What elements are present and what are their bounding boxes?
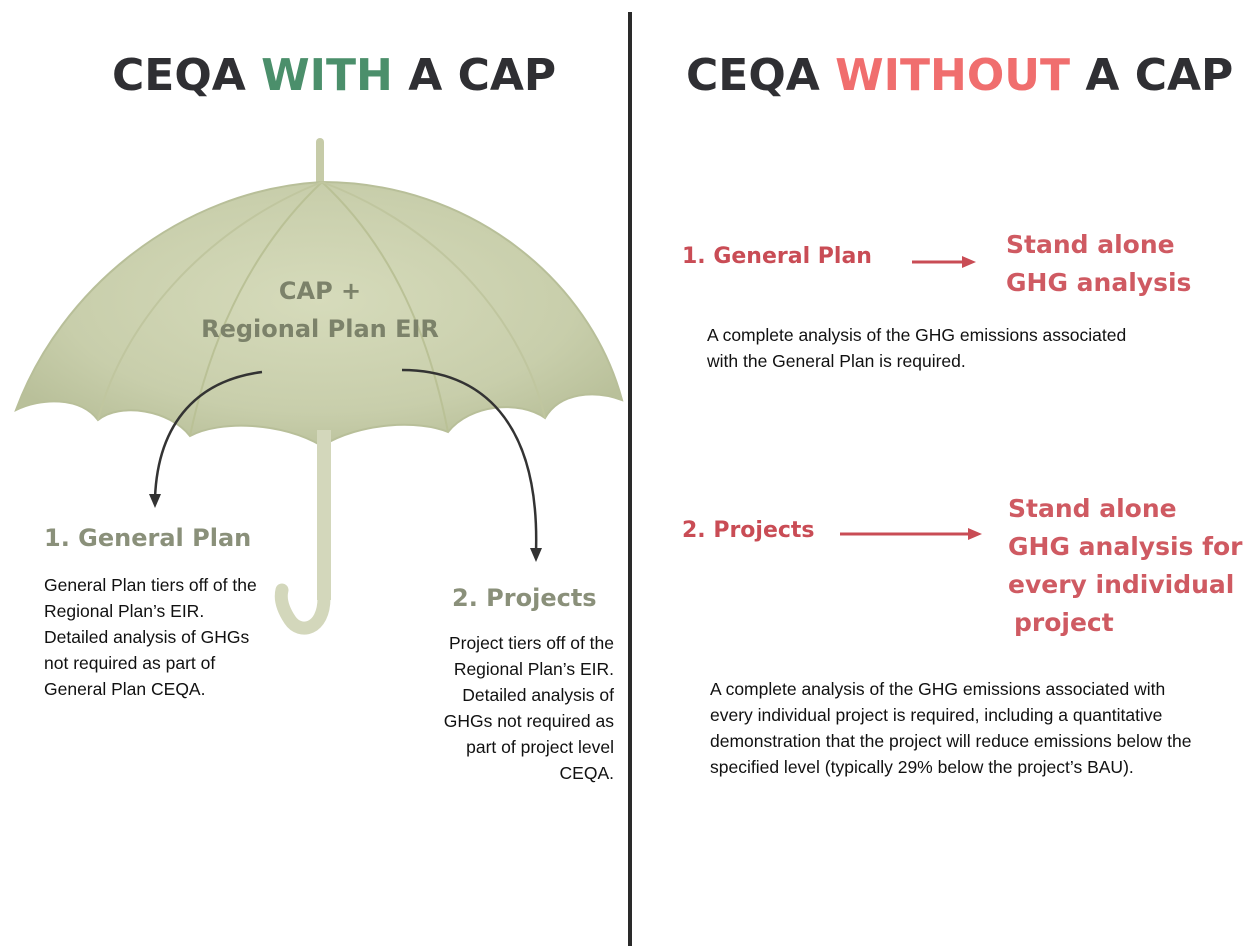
arrow-right	[401, 368, 538, 553]
right-item1-result: Stand alone GHG analysis	[1006, 226, 1191, 302]
left-title-accent: WITH	[261, 50, 393, 101]
right-item2-result-line2: GHG analysis for	[1008, 532, 1243, 561]
center-divider	[628, 12, 632, 946]
arrow-left	[153, 370, 263, 499]
right-item1-result-line1: Stand alone	[1006, 230, 1175, 259]
right-title-accent: WITHOUT	[835, 50, 1071, 101]
left-title: CEQA WITH A CAP	[112, 50, 556, 101]
right-title-post: A CAP	[1070, 50, 1234, 101]
left-general-plan-heading: 1. General Plan	[44, 524, 252, 552]
right-item1-text: A complete analysis of the GHG emissions…	[707, 325, 1127, 371]
right-item1-result-line2: GHG analysis	[1006, 268, 1192, 297]
umbrella-shaft	[317, 430, 331, 600]
left-general-plan-text: General Plan tiers off of the Regional P…	[44, 575, 257, 699]
umbrella-label: CAP + Regional Plan EIR	[160, 272, 480, 349]
umbrella-rib	[321, 181, 546, 419]
right-item2-result-line4: project	[1014, 608, 1114, 637]
umbrella-illustration	[14, 138, 624, 635]
right-item2-label: 2. Projects	[682, 518, 815, 543]
right-item2-result: Stand alone GHG analysis for every indiv…	[1008, 490, 1253, 642]
left-title-pre: CEQA	[112, 50, 262, 101]
umbrella-rib	[189, 181, 323, 437]
left-projects-text: Project tiers off of the Regional Plan’s…	[443, 633, 614, 783]
right-title: CEQA WITHOUT A CAP	[686, 50, 1233, 101]
umbrella-canopy	[14, 180, 624, 448]
left-projects-heading: 2. Projects	[452, 584, 597, 612]
right-item2-arrow	[840, 528, 982, 540]
umbrella-rib	[321, 181, 449, 433]
right-item1-label: 1. General Plan	[682, 244, 872, 269]
right-item1-arrow	[912, 256, 976, 268]
umbrella-handle	[274, 583, 331, 635]
left-title-post: A CAP	[392, 50, 557, 101]
umbrella-label-line2: Regional Plan EIR	[201, 315, 439, 344]
umbrella-tip	[316, 138, 324, 186]
umbrella-rib	[97, 181, 323, 421]
right-item2-result-line1: Stand alone	[1008, 494, 1177, 523]
right-item2-text: A complete analysis of the GHG emissions…	[710, 679, 1192, 777]
right-item2-result-line3: every individual	[1008, 570, 1235, 599]
umbrella-label-line1: CAP +	[278, 277, 362, 305]
arrow-right-head	[530, 548, 542, 562]
arrow-left-head	[149, 494, 161, 508]
right-title-pre: CEQA	[686, 50, 836, 101]
